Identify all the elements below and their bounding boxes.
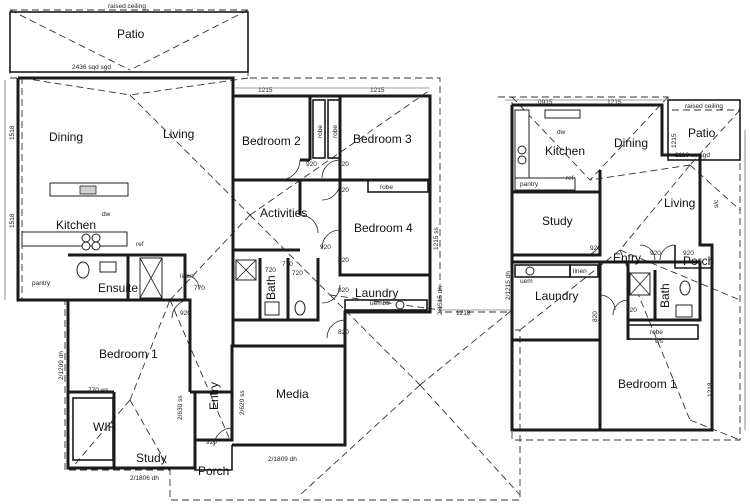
linen-main: linen (180, 273, 194, 280)
window-1215-ss: 1215 ss (433, 226, 440, 250)
label-bedroom-3: Bedroom 3 (353, 132, 412, 146)
dw-main: dw (102, 211, 111, 218)
robe-b2: robe (317, 125, 324, 138)
window-2-630: 2/630 ss (177, 395, 184, 420)
door-820-lau: 820 (338, 287, 349, 294)
label-bedroom-1-unit: Bedroom 1 (618, 377, 677, 391)
dim-1215-b: 1215 (370, 87, 385, 94)
note-raised-ceiling-top: raised ceiling (108, 3, 146, 10)
window-2-1809: 2/1809 dh (268, 456, 297, 463)
label-bath-main: Bath (264, 275, 278, 300)
window-2-1209: 2/1209 dh (58, 351, 65, 380)
label-patio-unit: Patio (688, 126, 716, 140)
label-porch-unit: Porch (683, 254, 714, 268)
door-920-entry-unit: 920 (650, 250, 661, 257)
robe-unit: robe (650, 329, 663, 336)
dim-1218-right: 1218 (707, 382, 714, 397)
linen-unit: linen (573, 268, 587, 275)
robe-b3: robe (332, 125, 339, 138)
dim-1215-unit-a: 1215 (607, 99, 622, 106)
window-1518-b: 1518 (9, 213, 16, 228)
door-920-porch-unit: 920 (683, 250, 694, 257)
main-house-walls (9, 11, 432, 471)
door-720-a: 720 (292, 270, 303, 277)
uem-lau: uembtr (370, 300, 391, 307)
room-labels: Patio Dining Living Kitchen Bedroom 2 Be… (49, 27, 716, 478)
window-2-1215: 2/1215 dh (505, 271, 512, 300)
label-activities: Activities (260, 206, 307, 220)
label-study-unit: Study (542, 214, 573, 228)
dim-1218-mid: 1218 (456, 310, 471, 317)
ref-main: ref (136, 241, 144, 248)
label-entry-unit: Entry (613, 251, 641, 265)
window-1518-a: 1518 (9, 125, 16, 140)
note-raised-ceiling-unit: raised ceiling (685, 103, 723, 110)
dim-0915: 0915 (538, 99, 553, 106)
label-dining-unit: Dining (614, 136, 648, 150)
door-920-act: 920 (320, 244, 331, 251)
label-kitchen-unit: Kitchen (545, 144, 585, 158)
label-living-unit: Living (664, 196, 695, 210)
door-820-b4: 820 (338, 257, 349, 264)
dim-1215-unit-b: 1215 (671, 133, 678, 148)
label-kitchen-main: Kitchen (56, 218, 96, 232)
label-laundry-main: Laundry (355, 286, 398, 300)
dimension-lines (4, 80, 746, 430)
door-720-b: 720 (265, 267, 276, 274)
label-media: Media (276, 387, 309, 401)
door-swings-main (171, 159, 346, 447)
dim-1215-a: 1215 (258, 87, 273, 94)
annotations: raised ceiling raised ceiling 2436 sqd s… (9, 3, 723, 482)
window-2-620: 2/620 ss (239, 390, 246, 415)
window-2-1806: 2/1806 dh (130, 475, 159, 482)
note-patio-sqd: 2436 sqd sgd (72, 64, 111, 71)
label-porch-main: Porch (198, 464, 229, 478)
door-820-b3: 820 (338, 161, 349, 168)
pantry-main: pantry (32, 280, 51, 287)
door-swings-unit (584, 239, 676, 316)
unit-walls (510, 99, 741, 432)
ref-unit: ref (566, 175, 574, 182)
label-wir: WIR (93, 420, 117, 434)
door-770-ws: 770 ws (88, 387, 109, 394)
label-dining-main: Dining (49, 130, 83, 144)
label-study-main: Study (136, 451, 167, 465)
door-920-b2: 920 (306, 161, 317, 168)
door-920-bed1: 920 (180, 310, 191, 317)
label-bath-unit: Bath (658, 283, 672, 308)
dw-unit: dw (557, 129, 566, 136)
door-920-porch: 920 (206, 439, 217, 446)
label-bedroom-4: Bedroom 4 (354, 221, 413, 235)
door-820-laundry-unit: 820 (592, 311, 599, 322)
label-living-main: Living (163, 127, 194, 141)
uem-unit: uem (520, 278, 533, 285)
door-920-bath-unit: 920 (626, 307, 637, 314)
door-770-ens: 770 (194, 285, 205, 292)
door-770-a: 770 (282, 261, 293, 268)
door-820-media: 820 (338, 329, 349, 336)
label-entry-main: Entry (207, 382, 221, 410)
label-patio-main: Patio (117, 27, 145, 41)
robe-b4: robe (380, 184, 393, 191)
window-sc: s/c (713, 199, 720, 208)
ws-unit: ws (654, 338, 664, 345)
door-820-act: 820 (338, 187, 349, 194)
label-ensuite: Ensuite (98, 281, 138, 295)
window-2-1515: 2/1515 dh (437, 286, 444, 315)
label-bedroom-1-main: Bedroom 1 (99, 347, 158, 361)
label-bedroom-2: Bedroom 2 (242, 134, 301, 148)
note-patio-unit-sqd: 2118 os sgd (675, 152, 710, 159)
pantry-unit: pantry (520, 181, 539, 188)
label-laundry-unit: Laundry (535, 289, 578, 303)
door-920-study-unit: 920 (590, 245, 601, 252)
